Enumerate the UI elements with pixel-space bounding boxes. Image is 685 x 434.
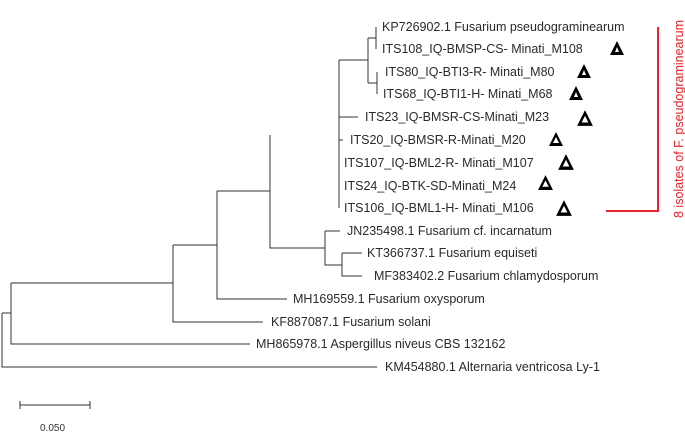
leaf-label: MF383402.2 Fusarium chlamydosporum: [374, 269, 599, 283]
leaf-label: KP726902.1 Fusarium pseudograminearum: [382, 20, 625, 34]
isolate-bracket: [606, 27, 659, 212]
triangle-icon: [577, 110, 593, 126]
scale-bar-label: 0.050: [40, 423, 66, 434]
triangle-icon: [549, 132, 563, 146]
scale-bar: [19, 401, 91, 409]
triangle-icon: [556, 200, 572, 216]
leaf-label: MH169559.1 Fusarium oxysporum: [293, 292, 485, 306]
leaf-label: KT366737.1 Fusarium equiseti: [367, 246, 538, 260]
bracket-label: 8 isolates of F. pseudograminearum: [672, 19, 685, 218]
triangle-icon: [610, 41, 624, 55]
leaf-label: ITS106_IQ-BML1-H- Minati_M106: [344, 201, 534, 215]
leaf-label: ITS108_IQ-BMSP-CS- Minati_M108: [382, 42, 583, 56]
leaf-label: KF887087.1 Fusarium solani: [271, 315, 431, 329]
leaf-label: ITS80_IQ-BTI3-R- Minati_M80: [385, 65, 555, 79]
leaf-label: KM454880.1 Alternaria ventricosa Ly-1: [385, 360, 600, 374]
triangle-icon: [558, 154, 574, 170]
triangle-icon: [538, 175, 553, 190]
leaf-label: MH865978.1 Aspergillus niveus CBS 132162: [256, 337, 506, 351]
leaf-label: ITS24_IQ-BTK-SD-Minati_M24: [344, 179, 517, 193]
triangle-icon: [569, 86, 583, 100]
leaf-label: ITS68_IQ-BTI1-H- Minati_M68: [383, 87, 553, 101]
triangle-icon: [577, 64, 591, 78]
leaf-label: ITS23_IQ-BMSR-CS-Minati_M23: [365, 110, 550, 124]
leaf-label: ITS107_IQ-BML2-R- Minati_M107: [344, 156, 534, 170]
leaf-label: ITS20_IQ-BMSR-R-Minati_M20: [350, 133, 526, 147]
leaf-label: JN235498.1 Fusarium cf. incarnatum: [347, 224, 552, 238]
